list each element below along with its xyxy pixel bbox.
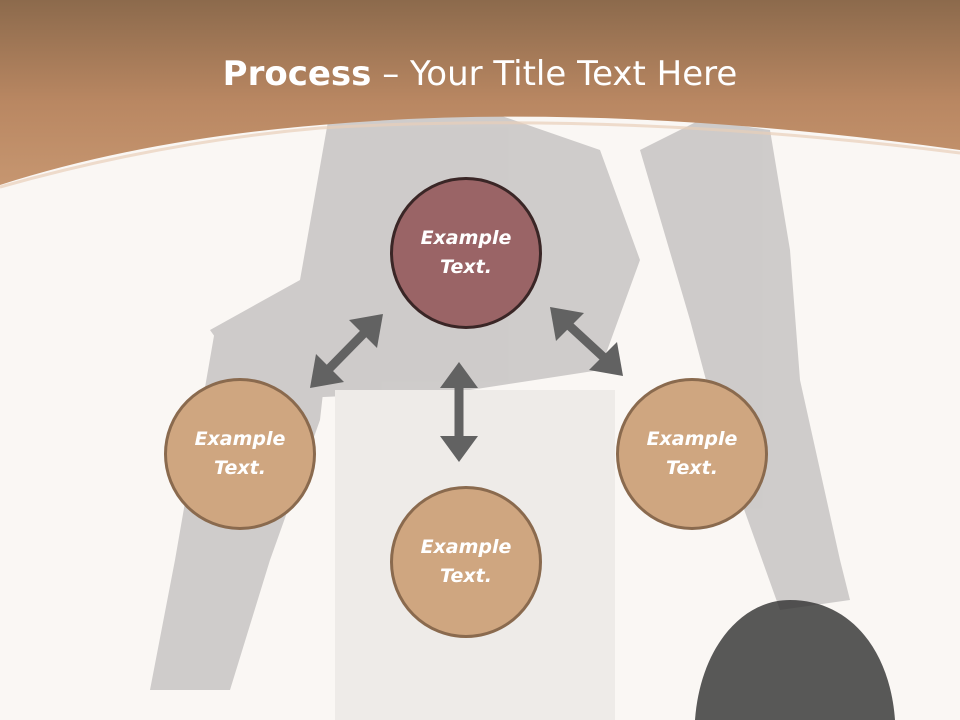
arrow-vertical [440, 362, 478, 462]
node-text-line2: Text. [666, 457, 718, 479]
title-dash: – [371, 54, 411, 94]
header-band [0, 0, 960, 185]
title-bold: Process [222, 54, 372, 94]
helmet [695, 600, 895, 720]
node-text-line1: Example [194, 428, 286, 450]
title-rest: Your Title Text Here [410, 54, 738, 94]
arrow-top-right [550, 307, 623, 376]
process-node-right: Example Text. [616, 378, 768, 530]
arrow-top-left [310, 314, 383, 388]
node-text-line1: Example [420, 227, 512, 249]
node-text-line2: Text. [440, 565, 492, 587]
process-node-top: Example Text. [390, 177, 542, 329]
slide-title: Process – Your Title Text Here [0, 52, 960, 96]
process-node-bottom: Example Text. [390, 486, 542, 638]
node-text-line1: Example [420, 536, 512, 558]
node-text-line2: Text. [214, 457, 266, 479]
header-accent-line [0, 121, 960, 189]
node-text-line2: Text. [440, 256, 492, 278]
node-text-line1: Example [646, 428, 738, 450]
process-node-left: Example Text. [164, 378, 316, 530]
